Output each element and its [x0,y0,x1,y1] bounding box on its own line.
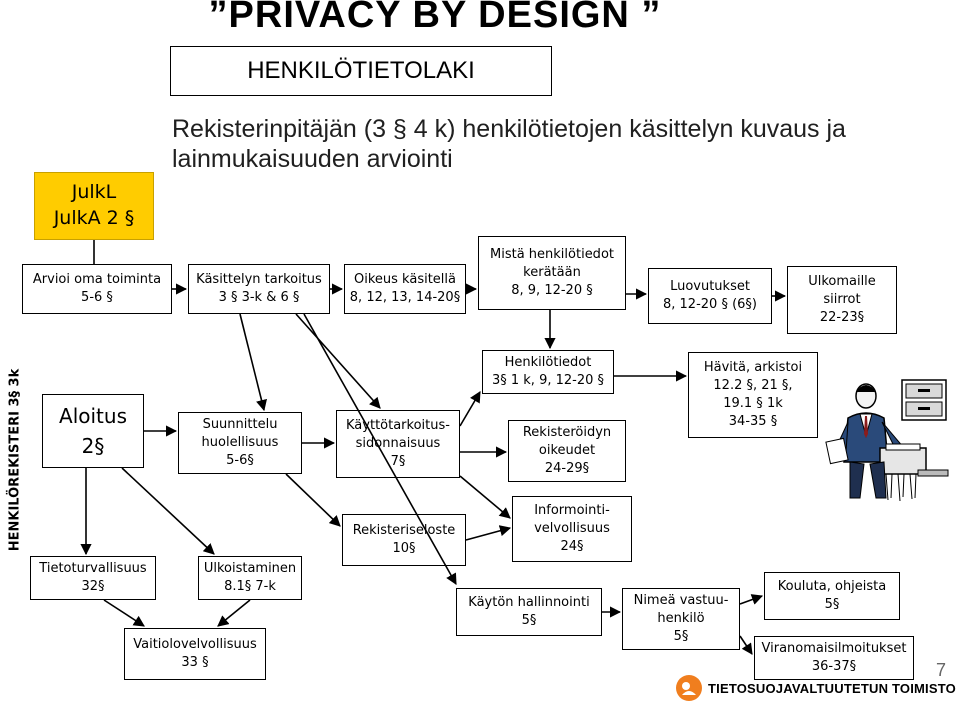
vaitiolo-line2: 33 § [181,655,209,670]
havita-line4: 34-35 § [728,413,778,429]
page-title: ”PRIVACY BY DESIGN ” [208,0,662,36]
logo-text: TIETOSUOJAVALTUUTETUN TOIMISTO [708,681,956,696]
nimea-line1: Nimeä vastuu- [633,593,729,609]
arrow-kayttotarkoitus-henkilotiedot [459,391,481,427]
arrow-kayttotarkoitus-informointi [459,475,511,519]
ulkomaille-line1: Ulkomaille [808,274,876,290]
henkilotiedot-line2: 3§ 1 k, 9, 12-20 § [491,373,605,388]
kasittely-line2: 3 § 3-k & 6 § [218,290,300,305]
arrow-ulkoistaminen-vaitiolo [217,599,251,627]
rekisteriseloste-line2: 10§ [392,541,416,556]
mista-line3: 8, 9, 12-20 § [511,282,593,298]
julk-box: JulkL JulkA 2 § [34,172,154,240]
luovutukset-line2: 8, 12-20 § (6§) [663,297,757,312]
kouluta-line1: Kouluta, ohjeista [777,579,887,595]
box-kasittely-tarkoitus: Käsittelyn tarkoitus 3 § 3-k & 6 § [188,264,330,314]
kayton-line1: Käytön hallinnointi [468,595,590,611]
rekisteroidyn-line3: 24-29§ [544,460,590,476]
arrow-oikeus-kayton [303,313,457,585]
arrow-nimea-viranomais [739,635,753,655]
suunnittelu-line1: Suunnittelu [202,417,278,433]
box-vaitiolovelvollisuus: Vaitiolovelvollisuus 33 § [124,628,266,680]
ulkomaille-line3: 22-23§ [819,309,865,325]
ulkomaille-line2: siirrot [823,292,861,308]
office-worker-clipart-icon [825,379,949,502]
mista-line2: kerätään [523,265,581,281]
informointi-line1: Informointi- [534,503,610,519]
havita-line3: 19.1 § 1k [723,396,783,411]
box-henkilotiedot: Henkilötiedot 3§ 1 k, 9, 12-20 § [482,350,614,394]
subtitle-box: HENKILÖTIETOLAKI [170,46,552,96]
havita-line2: 12.2 §, 21 §, [713,378,793,394]
arrow-tietoturva-vaitiolo [103,599,145,627]
box-havita-arkistoi: Hävitä, arkistoi 12.2 §, 21 §, 19.1 § 1k 34… [688,352,818,438]
box-viranomaisilmoitukset: Viranomaisilmoitukset 36-37§ [754,636,914,680]
julk-line2: JulkA 2 § [53,207,135,229]
vaitiolo-line1: Vaitiolovelvollisuus [133,637,257,653]
arrow-aloitus-ulkoistaminen [121,467,215,555]
informointi-line3: 24§ [560,538,584,554]
suunnittelu-line3: 5-6§ [226,452,254,468]
page-number: 7 [936,660,947,680]
oikeus-line1: Oikeus käsitellä [354,272,456,288]
arrow-nimea-kouluta [739,594,764,605]
kayttotarkoitus-line3: 7§ [390,453,406,469]
tietoturva-line2: 32§ [81,579,105,594]
viranomais-line2: 36-37§ [811,659,857,674]
box-rekisteriseloste: Rekisteriseloste 10§ [342,514,466,566]
ulkoistaminen-line1: Ulkoistaminen [203,561,297,577]
box-oikeus-kasitella: Oikeus käsitellä 8, 12, 13, 14-20§ [344,264,466,314]
arvioi-line2: 5-6 § [81,290,113,305]
aloitus-line1: Aloitus [59,404,127,428]
mista-line1: Mistä henkilötiedot [490,247,614,263]
arrow-suunnittelu-rekisteriseloste [285,473,341,527]
rekisteroidyn-line1: Rekisteröidyn [522,425,612,441]
kasittely-line1: Käsittelyn tarkoitus [196,272,322,288]
nimea-line2: henkilö [657,611,705,627]
viranomais-line1: Viranomaisilmoitukset [761,641,907,657]
kouluta-line2: 5§ [824,597,840,612]
ulkoistaminen-line2: 8.1§ 7-k [224,579,276,594]
box-kouluta-ohjeista: Kouluta, ohjeista 5§ [764,572,900,620]
box-arvioi: Arvioi oma toiminta 5-6 § [22,264,172,314]
havita-line1: Hävitä, arkistoi [703,360,803,376]
luovutukset-line1: Luovutukset [670,279,750,295]
arrow-kasittely-kayttotarkoitus [295,313,381,409]
kayton-line2: 5§ [521,613,537,628]
kayttotarkoitus-line1: Käyttötarkoitus- [346,418,450,434]
nimea-line3: 5§ [673,628,689,644]
arrow-kasittely-suunnittelu [239,313,267,412]
julk-line1: JulkL [71,181,117,204]
oikeus-line2: 8, 12, 13, 14-20§ [349,290,461,305]
tietoturva-line1: Tietoturvallisuus [39,561,147,577]
rekisteriseloste-line1: Rekisteriseloste [352,523,456,539]
box-ulkoistaminen: Ulkoistaminen 8.1§ 7-k [198,556,302,600]
suunnittelu-line2: huolellisuus [201,435,279,451]
box-luovutukset: Luovutukset 8, 12-20 § (6§) [648,268,772,324]
arvioi-line1: Arvioi oma toiminta [32,272,162,288]
informointi-line2: velvollisuus [534,521,610,537]
aloitus-line2: 2§ [81,434,105,458]
box-kayton-hallinnointi: Käytön hallinnointi 5§ [456,588,602,636]
lead-text: Rekisterinpitäjän (3 § 4 k) henkilötieto… [172,115,846,173]
rekisteroidyn-line2: oikeudet [538,443,596,459]
arrow-rekisteriseloste-informointi [465,525,512,541]
henkilotiedot-line1: Henkilötiedot [504,355,592,371]
kayttotarkoitus-line2: sidonnaisuus [355,436,441,452]
box-aloitus: Aloitus 2§ [42,394,144,468]
tietosuojavaltuutettu-logo-icon [676,675,702,701]
box-tietoturvallisuus: Tietoturvallisuus 32§ [30,556,156,600]
